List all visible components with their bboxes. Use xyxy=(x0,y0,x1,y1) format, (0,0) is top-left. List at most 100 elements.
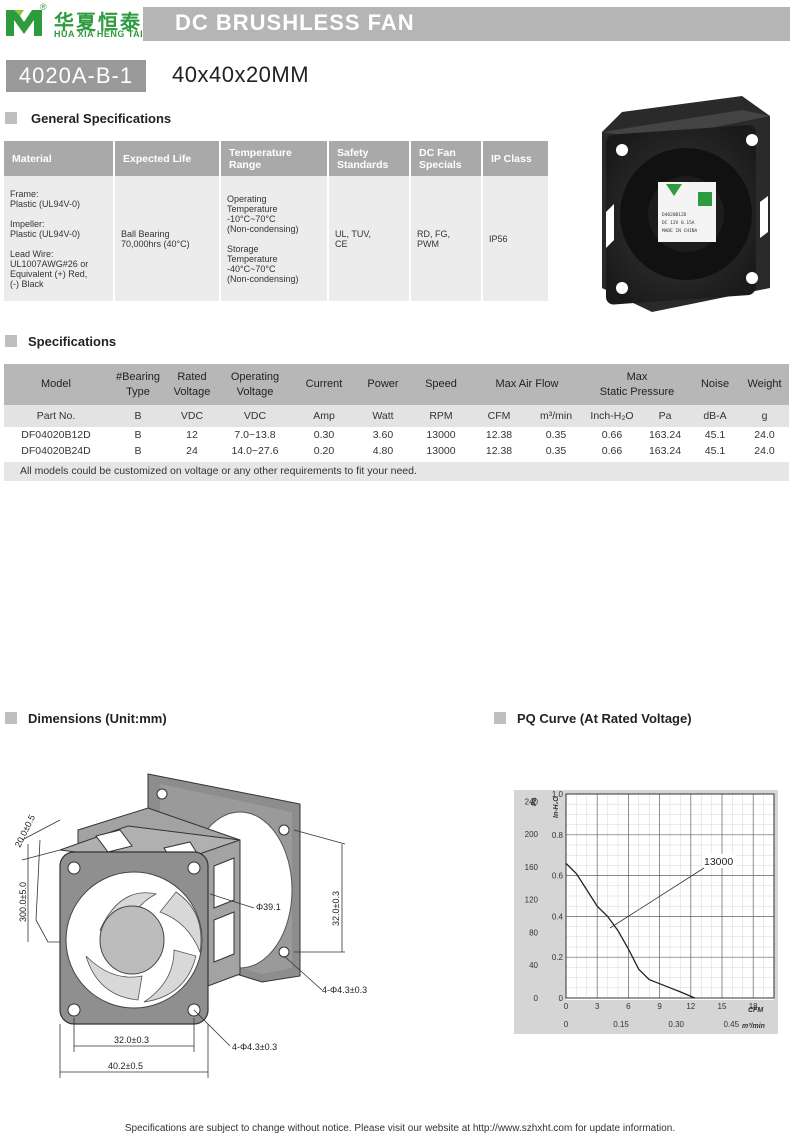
dimensions-heading: Dimensions (Unit:mm) xyxy=(28,711,167,726)
y2-tick-label: 40 xyxy=(529,961,538,970)
header-text: Temperature xyxy=(229,146,292,159)
header-text: Safety xyxy=(337,146,369,159)
life-line: Ball Bearing xyxy=(121,228,170,239)
registered-mark: ® xyxy=(40,2,47,12)
header-text: Max xyxy=(626,370,648,383)
table-cell: 14.0~27.6 xyxy=(231,445,279,457)
specials-line: PWM xyxy=(417,238,439,249)
table-cell: DF04020B12D xyxy=(21,429,91,441)
dim-hole-span-v-label: 32.0±0.3 xyxy=(331,891,341,926)
photo-label-line-3: MADE IN CHINA xyxy=(662,228,698,234)
pq-curve-heading: PQ Curve (At Rated Voltage) xyxy=(517,711,692,726)
table-cell: 4.80 xyxy=(372,445,394,457)
table-cell: 13000 xyxy=(426,445,456,457)
x-tick-label: 6 xyxy=(626,1002,631,1011)
x-tick-label: 9 xyxy=(657,1002,662,1011)
spec-col-header: Speed xyxy=(412,364,470,405)
photo-label-line-2: DC 12V 0.15A xyxy=(662,220,695,226)
photo-label-line-1: D4020B12D xyxy=(662,212,687,218)
x2-tick-label: 0.15 xyxy=(613,1020,629,1029)
header-text: Power xyxy=(367,378,399,390)
header-text: Voltage xyxy=(173,385,211,398)
curve-callout-leader xyxy=(609,867,705,929)
note-text: All models could be customized on voltag… xyxy=(20,465,417,477)
pq-curve-line xyxy=(565,862,696,999)
material-line: Plastic (UL94V-0) xyxy=(10,228,81,239)
temperature-line: Storage xyxy=(227,243,259,254)
table-cell: 24 xyxy=(186,445,198,457)
y2-tick-label: 0 xyxy=(534,994,539,1003)
col-expected-life: Expected Life xyxy=(114,141,221,176)
temperature-line xyxy=(227,234,327,244)
cell-safety: UL, TUV,CE xyxy=(328,176,411,301)
spec-col-header: Max Air Flow xyxy=(470,364,584,405)
table-cell: 13000 xyxy=(426,429,456,441)
table-cell: 12.38 xyxy=(485,429,513,441)
dim-hole-right-label: 4-Φ4.3±0.3 xyxy=(322,985,367,995)
spec-unit-header: Amp xyxy=(294,405,354,427)
table-cell: 0.30 xyxy=(313,429,335,441)
header-text: Current xyxy=(305,378,343,390)
col-ip-class: IP Class xyxy=(482,141,548,176)
y-tick-label: 0.2 xyxy=(552,953,564,962)
curve-callout-box xyxy=(702,854,736,868)
header-text: Type xyxy=(126,385,150,398)
temperature-line: (Non-condensing) xyxy=(227,273,299,284)
header-text: Model xyxy=(41,378,71,390)
material-line: Equivalent (+) Red, xyxy=(10,268,88,279)
y2-tick-label: 200 xyxy=(525,830,539,839)
spec-col-header: Current xyxy=(294,364,354,405)
specifications-heading: Specifications xyxy=(28,334,117,349)
axis-unit-m3min: m³/min xyxy=(742,1023,765,1030)
temperature-line: Operating xyxy=(227,193,267,204)
material-line: Frame: xyxy=(10,188,39,199)
y-tick-label: 0.4 xyxy=(552,912,564,921)
header-text: Material xyxy=(12,152,52,165)
spec-col-header: Power xyxy=(354,364,412,405)
brand-name-en: HUA XIA HENG TAI xyxy=(54,29,144,39)
section-marker-icon xyxy=(5,335,17,347)
model-number-badge: 4020A-B-1 xyxy=(6,60,146,92)
material-line: UL1007AWG#26 or xyxy=(10,258,89,269)
spec-unit-header: CFM xyxy=(470,405,528,427)
table-cell: 12 xyxy=(186,429,198,441)
x2-tick-label: 0 xyxy=(564,1020,569,1029)
general-spec-heading: General Specifications xyxy=(31,111,172,126)
x-tick-label: 3 xyxy=(595,1002,600,1011)
specials-line: RD, FG, xyxy=(417,228,450,239)
header-text: Static Pressure xyxy=(599,385,675,398)
y2-tick-label: 160 xyxy=(525,863,539,872)
table-cell: DF04020B24D xyxy=(21,445,91,457)
safety-line: UL, TUV, xyxy=(335,228,372,239)
header-text: Rated xyxy=(177,370,207,383)
temperature-line: Temperature xyxy=(227,253,278,264)
spec-col-header: Model xyxy=(4,364,108,405)
dim-hole-bottom-label: 4-Φ4.3±0.3 xyxy=(232,1042,277,1052)
header-text: Speed xyxy=(425,378,457,390)
y-tick-label: 1.0 xyxy=(552,790,564,799)
dim-diameter-label: Φ39.1 xyxy=(256,902,281,912)
spec-unit-header: Pa xyxy=(640,405,690,427)
y2-tick-label: 240 xyxy=(525,797,539,806)
spec-col-header: Noise xyxy=(690,364,740,405)
spec-unit-header: dB-A xyxy=(690,405,740,427)
material-line: Lead Wire: xyxy=(10,248,54,259)
safety-line: CE xyxy=(335,238,348,249)
table-cell: 0.35 xyxy=(545,429,567,441)
axis-unit-cfm: CFM xyxy=(748,1007,763,1014)
dim-hole-span-h-label: 32.0±0.3 xyxy=(114,1035,149,1045)
header-text: DC Fan xyxy=(419,146,456,159)
y-tick-label: 0.6 xyxy=(552,872,564,881)
spec-unit-header: VDC xyxy=(168,405,216,427)
x-tick-label: 12 xyxy=(686,1002,695,1011)
material-line: Plastic (UL94V-0) xyxy=(10,198,81,209)
